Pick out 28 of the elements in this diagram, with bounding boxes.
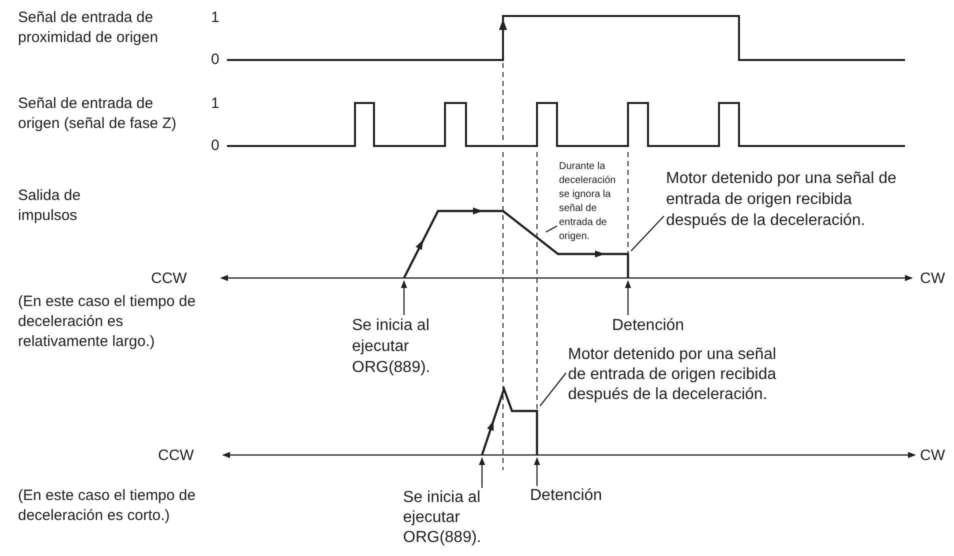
direction-label: CW <box>920 446 946 466</box>
signal-name: Señal de entrada de proximidad de origen <box>18 8 160 48</box>
leader-line <box>400 280 408 315</box>
leader-line <box>478 457 486 488</box>
speed-profile <box>480 386 538 456</box>
direction-label: CW <box>920 269 946 289</box>
callout-text: Durante la deceleración se ignora la señal de entrada de origen. <box>559 160 621 244</box>
direction-label: CCW <box>158 446 195 466</box>
note-text: (En este caso el tiempo de deceleración es relativamente largo.) <box>18 292 197 352</box>
direction-label: CCW <box>151 269 188 289</box>
signal-name: Señal de entrada de origen (señal de fase Z) <box>18 94 178 134</box>
callout-text: Motor detenido por una señal de entrada de origen recibida después de la deceleración. <box>568 345 778 405</box>
callout-text: Detención <box>612 315 684 336</box>
note-text: (En este caso el tiempo de deceleración es corto.) <box>18 486 197 526</box>
level-label: 1 <box>211 94 220 114</box>
leader-line <box>546 225 558 233</box>
level-label: 0 <box>211 50 220 70</box>
leader-line <box>630 216 664 252</box>
level-label: 0 <box>211 136 220 156</box>
leader-line <box>624 280 632 315</box>
leader-line <box>534 457 540 486</box>
leader-line <box>540 372 566 406</box>
callout-text: Se inicia al ejecutar ORG(889). <box>352 315 462 378</box>
callout-text: Se inicia al ejecutar ORG(889). <box>403 488 503 548</box>
level-label: 1 <box>211 8 220 28</box>
callout-text: Detención <box>530 486 602 506</box>
callout-text: Motor detenido por una señal de entrada de origen recibida después de la deceleración. <box>666 168 916 231</box>
signal-name: Salida de impulsos <box>18 186 82 226</box>
